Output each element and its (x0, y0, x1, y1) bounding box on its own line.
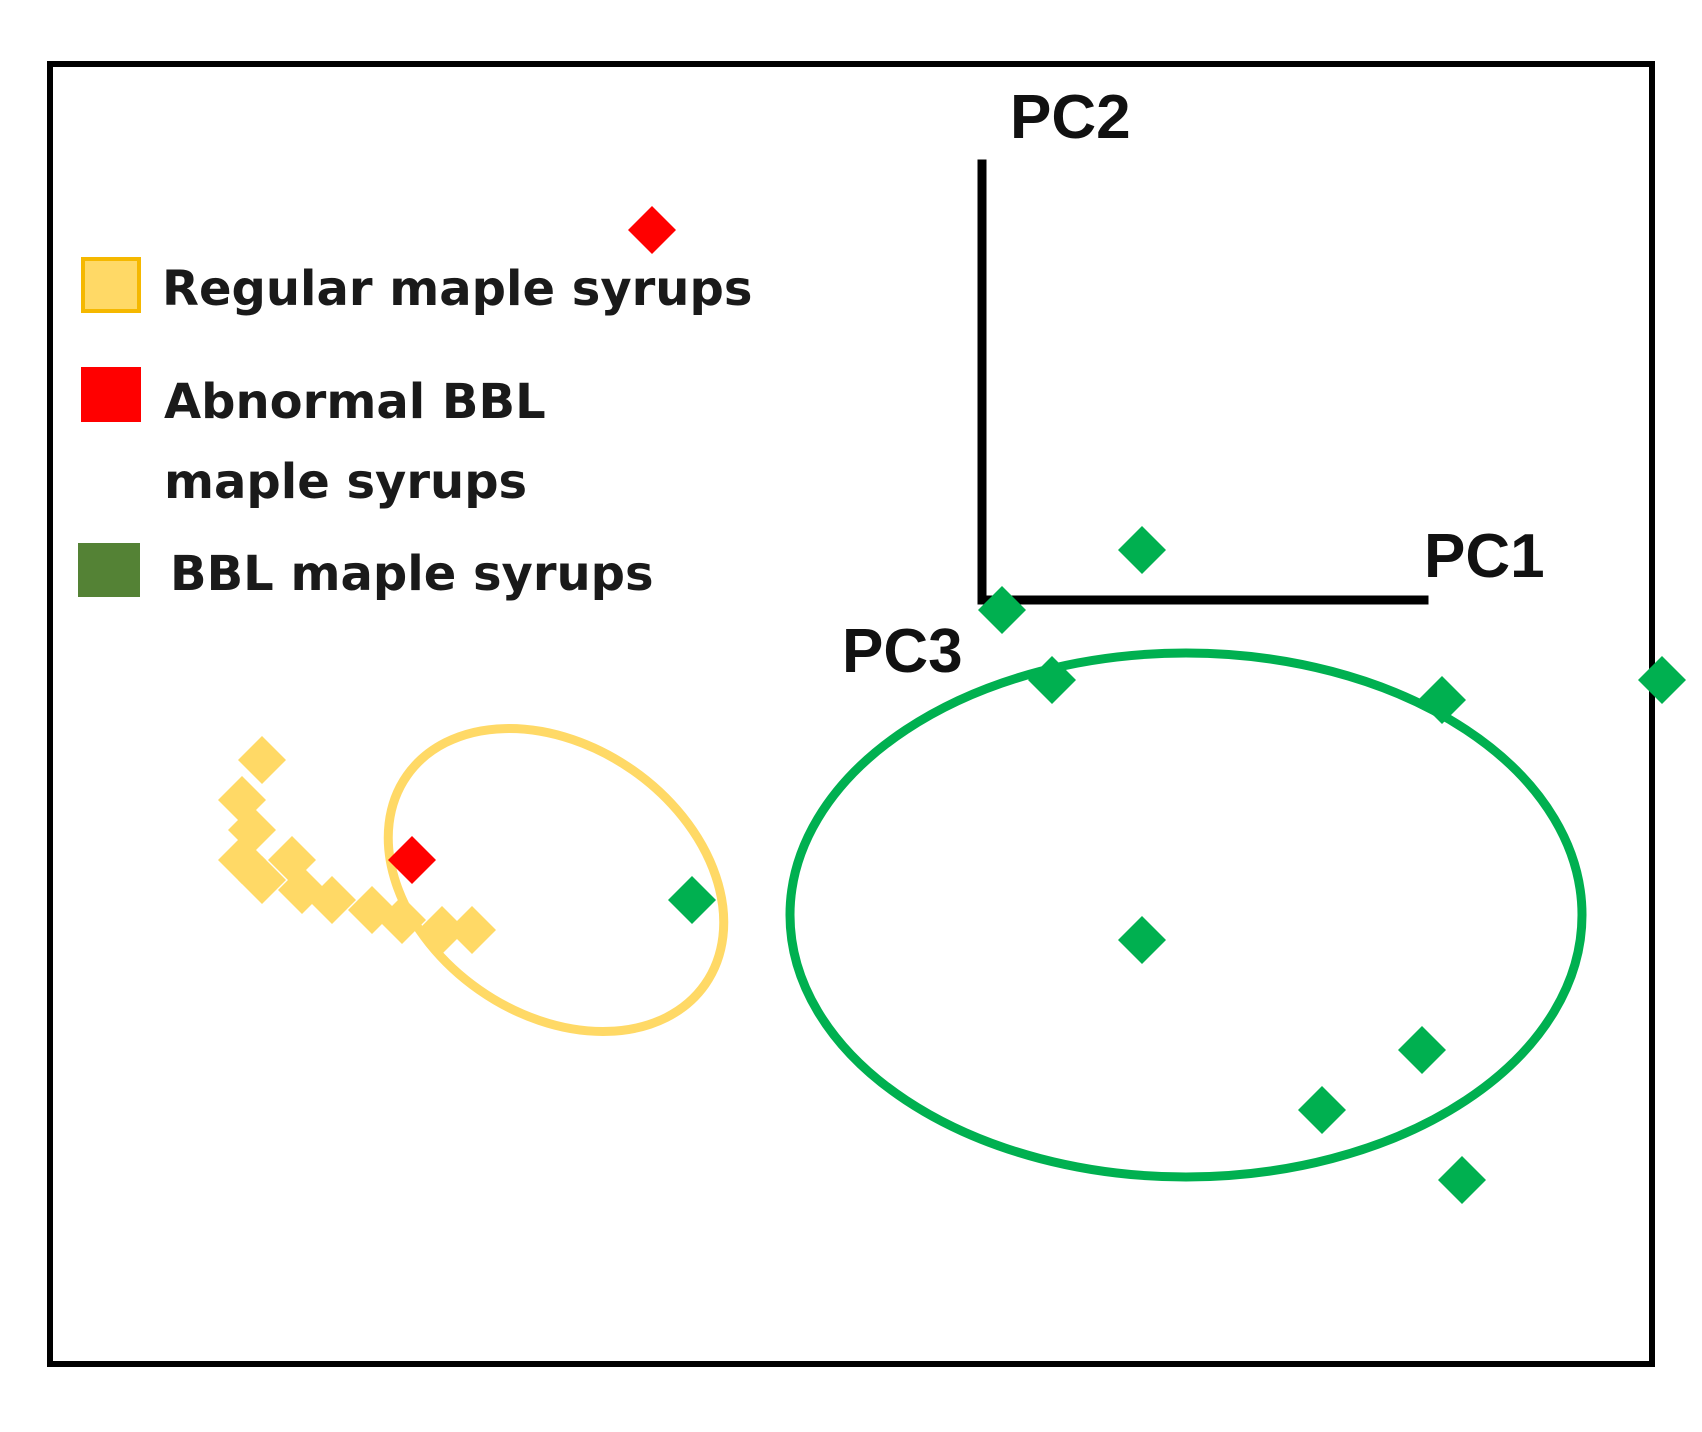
regular-cluster-ellipse (383, 724, 729, 1036)
pc2-axis-label: PC2 (1010, 83, 1131, 152)
bbl-point-6 (668, 876, 716, 924)
regular-point-8 (308, 876, 356, 924)
legend-label-abnormal-line1: Abnormal BBL (164, 374, 546, 430)
data-points (218, 206, 1686, 1204)
regular-point-10 (378, 896, 426, 944)
bbl-point-8 (1398, 1026, 1446, 1074)
legend-label-regular: Regular maple syrups (162, 261, 752, 317)
regular-point-12 (448, 906, 496, 954)
bbl-point-7 (1118, 916, 1166, 964)
bbl-point-2 (978, 586, 1026, 634)
regular-point-1 (238, 736, 286, 784)
pc1-axis-label: PC1 (1424, 522, 1545, 591)
legend-label-abnormal-line2: maple syrups (164, 454, 527, 510)
abnormal-point-1 (628, 206, 676, 254)
bbl-point-1 (1118, 526, 1166, 574)
pc3-axis-label: PC3 (842, 617, 963, 686)
regular-point-5 (238, 856, 286, 904)
legend-label-bbl: BBL maple syrups (170, 546, 654, 602)
bbl-point-5 (1638, 656, 1686, 704)
regular-point-11 (418, 906, 466, 954)
legend-swatch-regular (81, 257, 141, 313)
plot-frame (47, 61, 1655, 1367)
legend-swatch-abnormal (81, 367, 141, 422)
legend: Regular maple syrups Abnormal BBL maple … (78, 257, 752, 602)
bbl-point-10 (1438, 1156, 1486, 1204)
bbl-point-4 (1418, 676, 1466, 724)
legend-swatch-bbl (78, 543, 140, 597)
bbl-cluster-ellipse (785, 648, 1587, 1182)
bbl-point-3 (1028, 656, 1076, 704)
abnormal-point-2 (388, 836, 436, 884)
bbl-point-9 (1298, 1086, 1346, 1134)
